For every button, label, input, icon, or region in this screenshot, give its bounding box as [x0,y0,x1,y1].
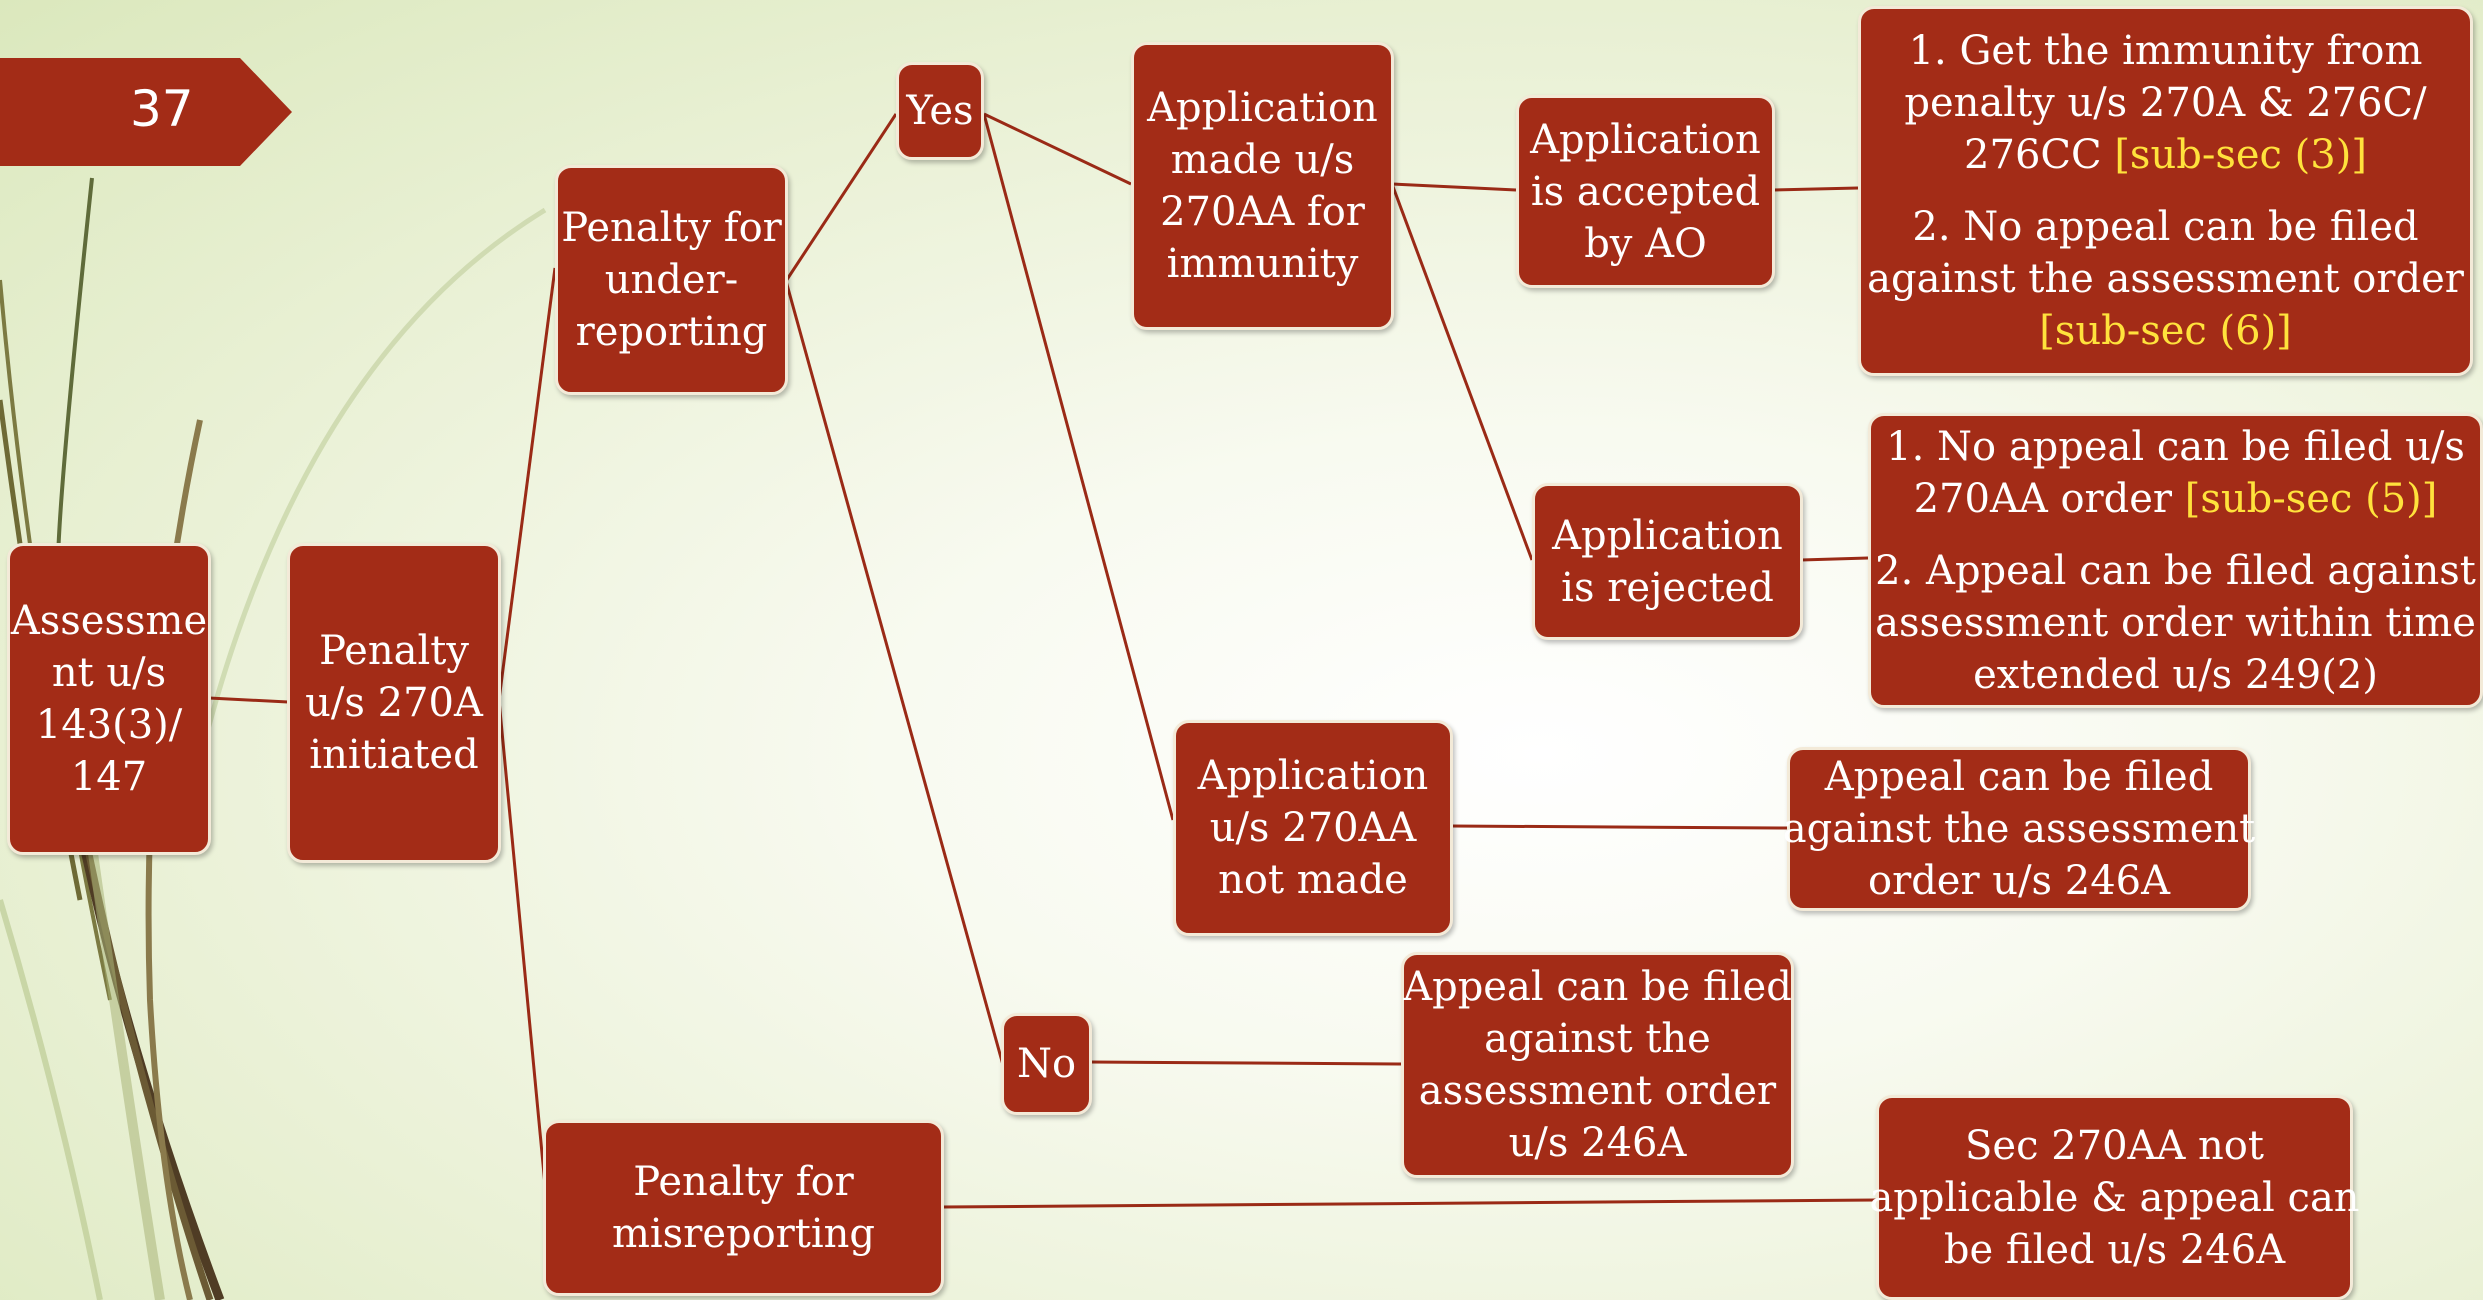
node-text-line: 143(3)/ [35,702,183,748]
sub-section-reference: [sub-sec (3)] [2114,132,2367,178]
node-text-line: assessment order [1418,1068,1777,1114]
sub-section-reference: [sub-sec (5)] [2184,475,2438,522]
node-text-line: 147 [70,754,148,800]
node-text-line: 1. No appeal can be filed u/s [1886,423,2465,470]
node-text-line: be filed u/s 246A [1943,1226,2286,1273]
node-no-result: Appeal can be filed against the assessme… [1401,952,1794,1178]
node-text-line: initiated [309,732,479,778]
node-text-line: 2. Appeal can be filed against [1875,547,2476,594]
slide-number: 37 [130,80,194,138]
node-rejected-result: 1. No appeal can be filed u/s 270AA orde… [1868,413,2483,708]
node-rejected: Application is rejected [1532,483,1803,640]
node-text-line: u/s 270A [305,680,483,726]
node-text-line: Application [1530,116,1761,163]
result-point-appeal-extended: 2. Appeal can be filed against assessmen… [1875,545,2476,701]
node-text-line: Sec 270AA not [1965,1122,2264,1169]
node-text-line: applicable & appeal can [1869,1174,2360,1221]
node-application-made: Application made u/s 270AA for immunity [1131,42,1394,330]
node-text-line: not made [1218,857,1408,903]
result-point-immunity: 1. Get the immunity from penalty u/s 270… [1904,25,2426,181]
node-text-line: under- [604,257,739,303]
node-text-line: u/s 270AA [1209,805,1417,851]
node-not-made-result: Appeal can be filed against the assessme… [1783,747,2255,911]
node-text-line: 2. No appeal can be filed [1912,204,2419,250]
node-penalty-initiated: Penalty u/s 270A initiated [287,543,501,863]
node-text-plain: 270AA order [1913,475,2185,522]
node-application-not-made: Application u/s 270AA not made [1173,720,1453,936]
node-no: No [1001,1013,1092,1115]
node-text-line: 276CC [sub-sec (3)] [1904,129,2426,181]
node-under-reporting: Penalty for under- reporting [555,165,788,395]
slide-number-tag: 37 [0,58,292,166]
node-text-line: Yes [906,88,974,134]
node-text-line: Penalty for [633,1159,854,1205]
node-text-line: u/s 246A [1508,1120,1687,1166]
node-text-line: penalty u/s 270A & 276C/ [1904,80,2427,126]
node-text-line: Appeal can be filed [1824,754,2214,800]
node-misreporting-result: Sec 270AA not applicable & appeal can be… [1869,1095,2360,1300]
node-accepted-result: 1. Get the immunity from penalty u/s 270… [1858,6,2473,376]
node-text-line: reporting [575,309,768,355]
node-text-line: nt u/s [51,650,167,696]
node-text-line: extended u/s 249(2) [1973,651,2378,698]
node-text-line: immunity [1166,241,1359,287]
node-accepted: Application is accepted by AO [1516,95,1775,288]
node-text-line: by AO [1584,220,1707,267]
node-text-line: against the assessment order [1867,256,2464,302]
node-text-line: No [1016,1041,1077,1087]
node-text-line: Application [1552,512,1783,559]
node-text-line: assessment order within time [1875,599,2476,646]
node-text-line: is rejected [1561,564,1774,611]
node-text-plain: 276CC [1964,132,2115,178]
node-text-line: 270AA order [sub-sec (5)] [1886,473,2465,525]
node-text-line: Assessme [10,598,208,644]
node-yes: Yes [896,62,984,160]
node-assessment: Assessme nt u/s 143(3)/ 147 [7,543,211,855]
node-text-line: order u/s 246A [1867,858,2171,904]
node-text-line: misreporting [611,1211,876,1257]
node-text-line: Penalty for [561,205,782,251]
node-text-line: Application [1197,753,1429,799]
node-text-line: Application [1147,85,1378,131]
node-text-line: 1. Get the immunity from [1908,28,2423,74]
node-misreporting: Penalty for misreporting [543,1120,944,1296]
node-text-line: is accepted [1530,168,1761,215]
result-point-no-appeal: 2. No appeal can be filed against the as… [1867,201,2464,357]
node-text-line: against the assessment [1782,806,2256,852]
node-text-line: Appeal can be filed [1403,964,1792,1010]
node-text-line: made u/s [1170,137,1355,183]
sub-section-reference: [sub-sec (6)] [2039,308,2292,354]
result-point-no-appeal-270aa: 1. No appeal can be filed u/s 270AA orde… [1886,421,2465,525]
node-text-line: against the [1484,1016,1711,1062]
node-text-line: Penalty [319,628,469,674]
node-text-line: 270AA for [1160,189,1365,235]
